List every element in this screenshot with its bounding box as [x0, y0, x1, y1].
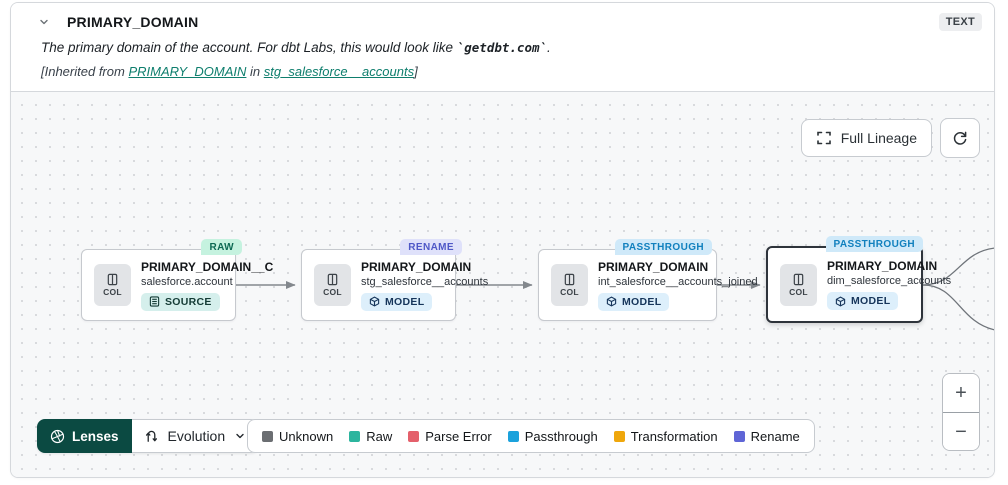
resource-type-label: MODEL	[851, 295, 891, 307]
model-icon	[369, 296, 380, 307]
legend-label: Unknown	[279, 428, 334, 444]
col-chip-label: COL	[103, 287, 122, 297]
legend-item-transformation: Transformation	[613, 428, 718, 444]
chevron-down-icon	[236, 433, 244, 439]
resource-type-badge: SOURCE	[141, 292, 220, 311]
resource-type-label: SOURCE	[165, 295, 212, 308]
selected-lens-label: Evolution	[167, 428, 226, 444]
col-chip-label: COL	[323, 287, 342, 297]
zoom-in-button[interactable]: +	[943, 374, 979, 412]
column-chip: COL	[314, 264, 351, 306]
legend-swatch	[262, 430, 273, 442]
lens-tag: RENAME	[400, 239, 462, 255]
column-chip: COL	[551, 264, 588, 306]
description-text: The primary domain of the account. For d…	[41, 40, 457, 55]
legend-item-passthrough: Passthrough	[507, 428, 598, 444]
legend-item-parse-error: Parse Error	[408, 428, 492, 444]
evolution-icon	[145, 430, 157, 442]
node-model-name: stg_salesforce__accounts	[361, 275, 489, 288]
lens-controls: Lenses Evolution	[37, 419, 260, 453]
column-description: The primary domain of the account. For d…	[41, 40, 982, 55]
legend-swatch	[408, 430, 420, 442]
inherited-middle: in	[246, 64, 264, 79]
description-period: .	[547, 40, 551, 55]
expand-icon	[816, 131, 831, 145]
resource-type-badge: MODEL	[598, 292, 670, 311]
lens-aperture-icon	[50, 429, 65, 443]
inherited-suffix: ]	[414, 64, 418, 79]
lenses-button[interactable]: Lenses	[37, 419, 132, 453]
resource-type-badge: MODEL	[361, 292, 433, 311]
legend-label: Passthrough	[524, 428, 598, 444]
legend-label: Transformation	[630, 428, 718, 444]
column-chip: COL	[780, 263, 817, 306]
lens-tag: PASSTHROUGH	[614, 239, 712, 255]
node-model-name: int_salesforce__accounts_joined	[598, 275, 758, 288]
inherited-from-note: [Inherited from PRIMARY_DOMAIN in stg_sa…	[41, 64, 982, 79]
lens-selector-dropdown[interactable]: Evolution	[131, 419, 260, 453]
node-column-name: PRIMARY_DOMAIN	[598, 259, 709, 274]
full-lineage-label: Full Lineage	[840, 130, 917, 146]
inherited-model-link[interactable]: stg_salesforce__accounts	[263, 64, 415, 79]
column-lineage-panel: PRIMARY_DOMAIN TEXT The primary domain o…	[10, 2, 995, 478]
resource-type-label: MODEL	[622, 295, 662, 308]
legend-item-unknown: Unknown	[262, 429, 333, 444]
legend-label: Parse Error	[425, 428, 492, 444]
lens-tag: RAW	[201, 239, 242, 255]
column-chip: COL	[94, 264, 131, 306]
legend-item-raw: Raw	[349, 429, 392, 444]
legend-swatch	[507, 430, 519, 442]
legend-swatch	[349, 430, 361, 442]
inherited-prefix: [Inherited from	[41, 64, 129, 79]
node-model-name: salesforce.account	[141, 275, 233, 288]
lineage-canvas[interactable]: Full Lineage RAW COL PRIMARY_DOMAIN__C s…	[11, 91, 994, 477]
description-code: `getdbt.com`	[456, 40, 548, 55]
column-title: PRIMARY_DOMAIN	[67, 14, 199, 30]
legend-item-rename: Rename	[733, 428, 800, 444]
panel-header: PRIMARY_DOMAIN TEXT The primary domain o…	[11, 3, 994, 91]
lineage-node-dim-salesforce-accounts[interactable]: PASSTHROUGH COL PRIMARY_DOMAIN dim_sales…	[766, 236, 951, 323]
legend-swatch	[733, 430, 745, 442]
legend-label: Raw	[366, 428, 393, 444]
columns-icon	[793, 273, 804, 285]
node-column-name: PRIMARY_DOMAIN	[827, 259, 938, 273]
refresh-icon	[953, 131, 967, 145]
collapse-chevron-icon[interactable]	[35, 13, 53, 31]
lenses-button-label: Lenses	[72, 428, 119, 444]
columns-icon	[327, 273, 338, 286]
lens-legend: Unknown Raw Parse Error Passthrough Tran…	[247, 419, 815, 453]
lineage-node-stg-salesforce-accounts[interactable]: RENAME COL PRIMARY_DOMAIN stg_salesforce…	[301, 239, 488, 321]
col-chip-label: COL	[560, 287, 579, 297]
node-model-name: dim_salesforce_accounts	[827, 275, 952, 287]
lens-tag: PASSTHROUGH	[825, 236, 923, 252]
node-column-name: PRIMARY_DOMAIN	[361, 259, 472, 274]
data-type-badge: TEXT	[938, 13, 982, 31]
model-icon	[835, 296, 846, 306]
lineage-node-salesforce-account[interactable]: RAW COL PRIMARY_DOMAIN__C salesforce.acc…	[81, 239, 273, 321]
source-icon	[149, 296, 160, 307]
node-column-name: PRIMARY_DOMAIN__C	[141, 259, 274, 274]
resource-type-badge: MODEL	[827, 292, 899, 310]
refresh-button[interactable]	[940, 118, 980, 158]
columns-icon	[107, 273, 118, 286]
col-chip-label: COL	[789, 286, 808, 297]
zoom-out-button[interactable]: −	[943, 412, 979, 450]
inherited-column-link[interactable]: PRIMARY_DOMAIN	[128, 64, 247, 79]
legend-label: Rename	[750, 428, 800, 444]
legend-swatch	[613, 430, 625, 442]
resource-type-label: MODEL	[385, 295, 425, 308]
full-lineage-button[interactable]: Full Lineage	[800, 119, 932, 157]
lineage-node-int-salesforce-accounts-joined[interactable]: PASSTHROUGH COL PRIMARY_DOMAIN int_sales…	[538, 239, 758, 321]
canvas-zoom-controls: + −	[942, 373, 980, 451]
columns-icon	[564, 273, 575, 286]
model-icon	[606, 296, 617, 307]
